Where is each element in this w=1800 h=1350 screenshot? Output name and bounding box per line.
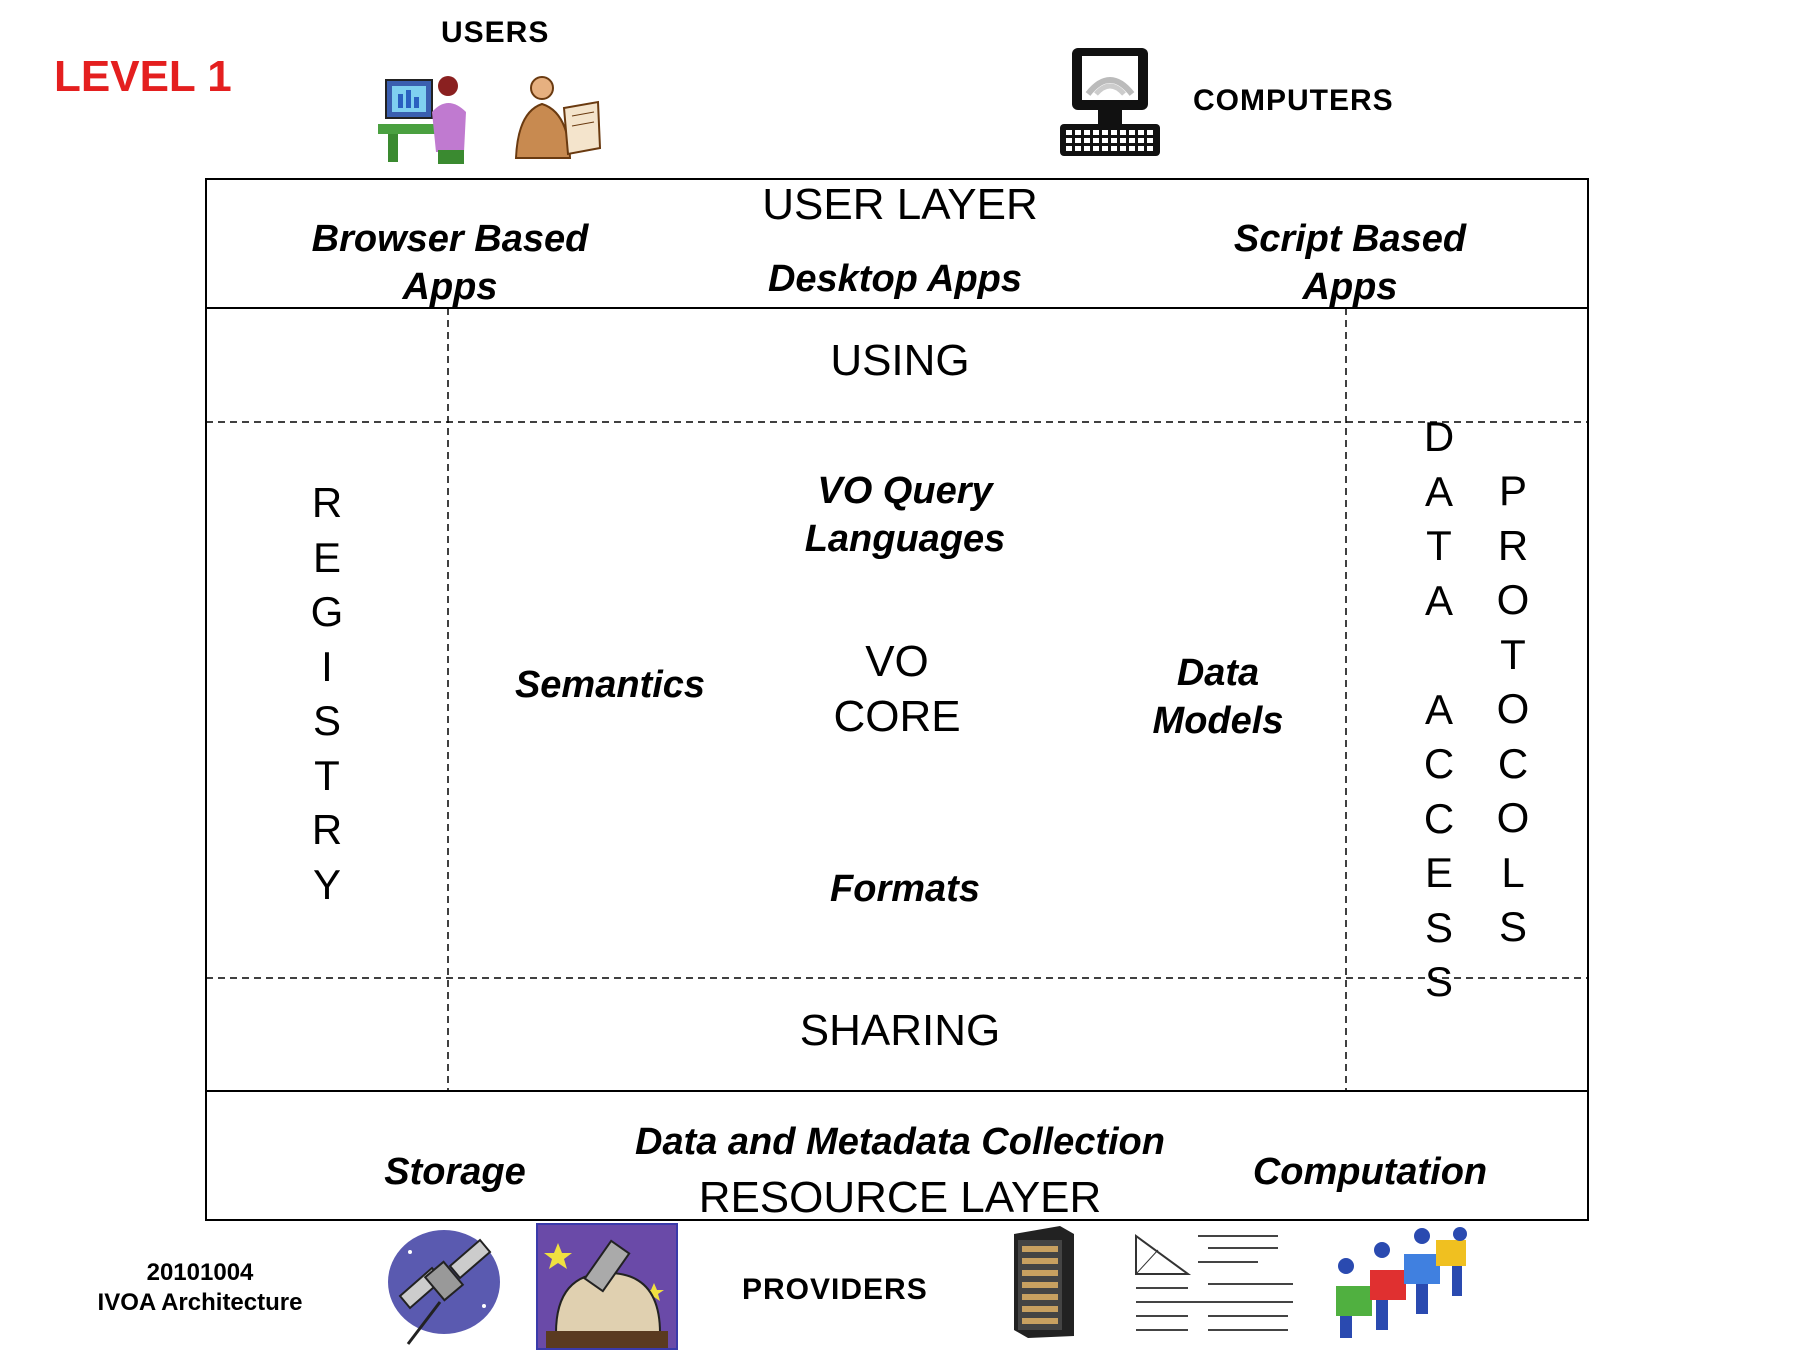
semantics-label: Semantics (514, 664, 706, 706)
storage-label: Storage (384, 1151, 526, 1193)
resource-layer-title: RESOURCE LAYER (698, 1173, 1102, 1222)
sharing-label: SHARING (799, 1006, 1001, 1055)
computation-label: Computation (1252, 1151, 1488, 1193)
level-label: LEVEL 1 (54, 52, 232, 101)
users-label: USERS (441, 16, 550, 49)
formats-label: Formats (830, 868, 980, 910)
user-layer-title: USER LAYER (762, 180, 1038, 229)
user-reading-icon (514, 76, 602, 159)
observatory-icon (536, 1223, 678, 1350)
satellite-icon (388, 1230, 500, 1345)
puzzle-people-icon (1336, 1227, 1467, 1338)
user-at-computer-icon (378, 76, 466, 164)
providers-label: PROVIDERS (742, 1273, 928, 1306)
math-formulas-icon (1135, 1234, 1293, 1331)
data-metadata-collection: Data and Metadata Collection (635, 1121, 1165, 1163)
computers-label: COMPUTERS (1193, 84, 1394, 117)
desktop-apps: Desktop Apps (767, 258, 1023, 300)
computer-terminal-icon (1060, 48, 1160, 156)
using-label: USING (830, 336, 970, 385)
server-rack-icon (1014, 1226, 1074, 1338)
